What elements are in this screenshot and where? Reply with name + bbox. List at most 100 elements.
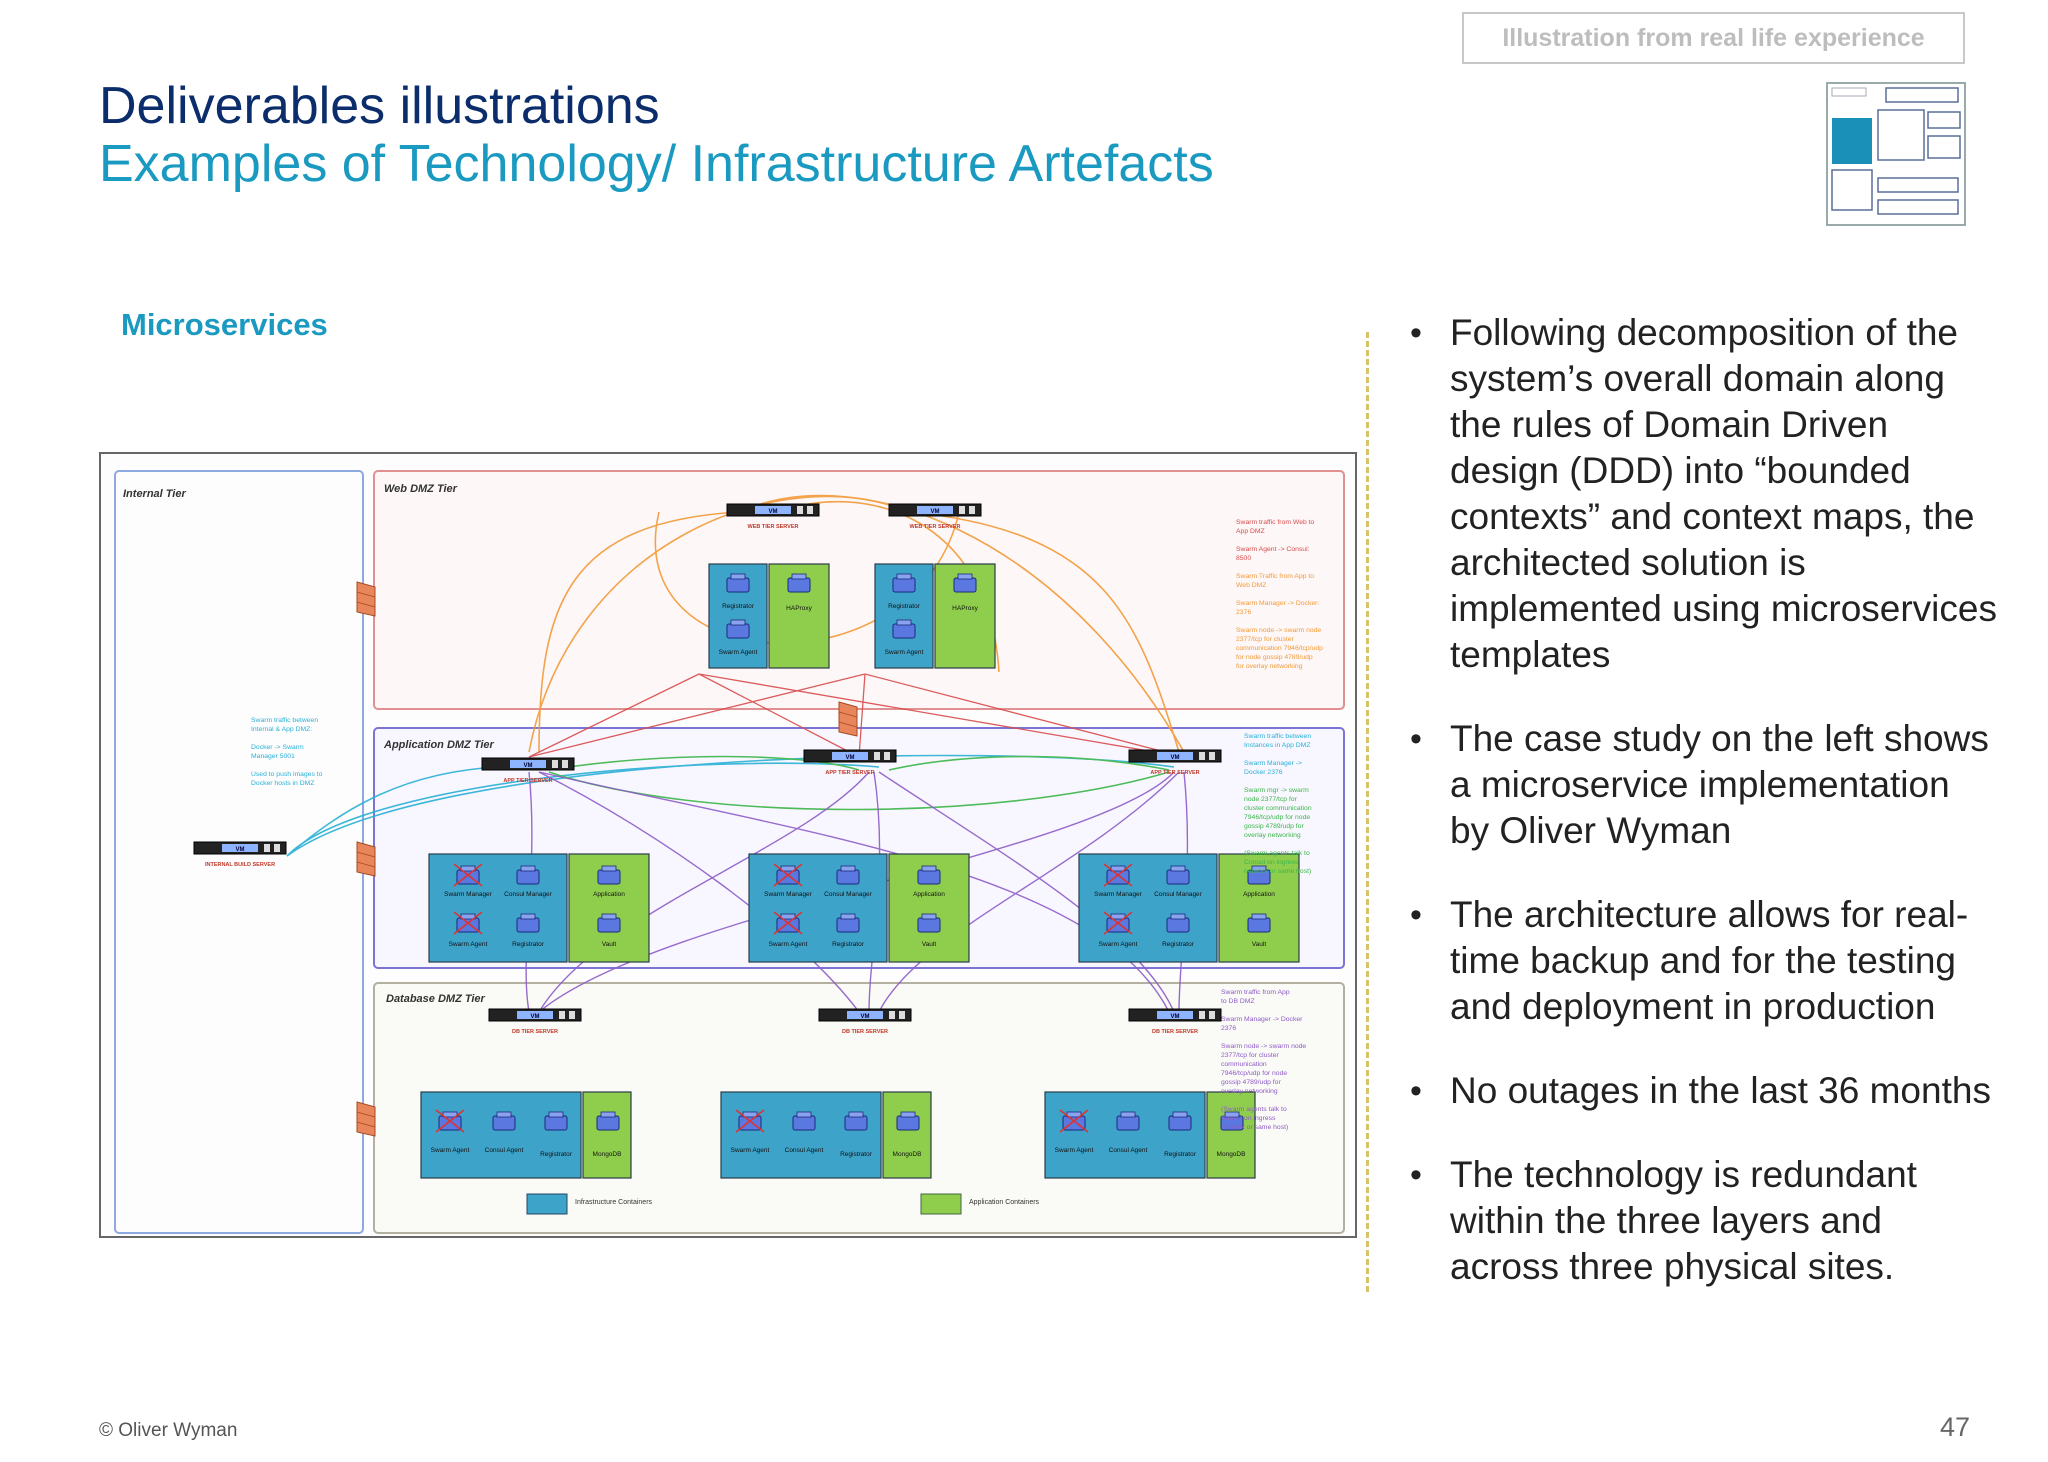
container-label: Application <box>1243 891 1275 898</box>
container-icon <box>735 1109 765 1133</box>
container-icon <box>516 913 540 933</box>
container-icon <box>453 911 483 935</box>
diagram-note: Swarm Manager ->Docker 2376 <box>1244 760 1302 776</box>
bullet-list: •Following decomposition of the system’s… <box>1408 310 1998 1328</box>
container-icon <box>1166 913 1190 933</box>
vm-label: VM <box>1171 1014 1180 1020</box>
container-label: Swarm Manager <box>444 891 493 898</box>
container-icon <box>1116 1111 1140 1131</box>
firewall-icon <box>356 841 376 877</box>
bullet-text: The architecture allows for real-time ba… <box>1450 894 1969 1027</box>
container-icon <box>1059 1109 1089 1133</box>
server-label: APP TIER SERVER <box>503 778 552 784</box>
container-icon <box>787 573 811 593</box>
bullet-dot-icon: • <box>1410 1072 1422 1110</box>
container-label: Registrator <box>840 1151 873 1158</box>
container-icon <box>1166 865 1190 885</box>
container-label: Registrator <box>722 603 755 610</box>
db-tier-label: Database DMZ Tier <box>386 993 486 1005</box>
diagram-note: Swarm Agent -> Consul:8500 <box>1236 546 1310 562</box>
container-icon <box>726 573 750 593</box>
container-icon <box>836 865 860 885</box>
container-icon <box>597 913 621 933</box>
container-label: Swarm Agent <box>1055 1147 1094 1154</box>
container-icon <box>453 863 483 887</box>
firewall-icon <box>356 581 376 617</box>
container-icon <box>596 1111 620 1131</box>
container-label: HAProxy <box>952 605 978 612</box>
container-icon <box>597 865 621 885</box>
bullet-dot-icon: • <box>1410 720 1422 758</box>
legend-infra-swatch <box>526 1193 568 1215</box>
container-label: Swarm Agent <box>731 1147 770 1154</box>
server-label: APP TIER SERVER <box>825 770 874 776</box>
section-title: Microservices <box>121 307 328 342</box>
container-icon <box>773 911 803 935</box>
container-label: Consul Agent <box>485 1147 524 1154</box>
container-label: Consul Manager <box>504 891 553 898</box>
container-icon <box>917 865 941 885</box>
container-icon <box>492 1111 516 1131</box>
container-label: Registrator <box>540 1151 573 1158</box>
container-icon <box>896 1111 920 1131</box>
container-label: Vault <box>602 941 617 948</box>
container-icon <box>773 863 803 887</box>
container-label: MongoDB <box>1217 1151 1246 1158</box>
container-icon <box>1103 863 1133 887</box>
page-number: 47 <box>1940 1412 1971 1442</box>
vm-label: VM <box>846 755 855 761</box>
container-icon <box>435 1109 465 1133</box>
dashed-divider <box>1366 332 1369 1292</box>
firewall-icon <box>356 1101 376 1137</box>
vm-label: VM <box>531 1014 540 1020</box>
bullet-item: •No outages in the last 36 months <box>1408 1068 1998 1114</box>
legend-app-swatch <box>920 1193 962 1215</box>
internal-tier-label: Internal Tier <box>123 488 186 500</box>
experience-badge: Illustration from real life experience <box>1462 12 1965 64</box>
container-icon <box>1247 865 1271 885</box>
container-label: MongoDB <box>893 1151 922 1158</box>
container-icon <box>792 1111 816 1131</box>
vm-label: VM <box>931 509 940 515</box>
firewall-icon <box>838 701 858 737</box>
container-icon <box>1220 1111 1244 1131</box>
container-icon <box>836 913 860 933</box>
container-label: HAProxy <box>786 605 812 612</box>
container-label: Swarm Agent <box>719 649 758 656</box>
vm-label: VM <box>1171 755 1180 761</box>
container-icon <box>953 573 977 593</box>
bullet-dot-icon: • <box>1410 1156 1422 1194</box>
vm-label: VM <box>236 847 245 853</box>
server-label: DB TIER SERVER <box>842 1029 888 1035</box>
web-tier-label: Web DMZ Tier <box>384 483 458 495</box>
bullet-item: •The architecture allows for real-time b… <box>1408 892 1998 1030</box>
container-label: Application <box>593 891 625 898</box>
container-label: Consul Manager <box>1154 891 1203 898</box>
bullet-text: The technology is redundant within the t… <box>1450 1154 1917 1287</box>
copyright: © Oliver Wyman <box>99 1420 238 1441</box>
container-label: Swarm Agent <box>885 649 924 656</box>
container-icon <box>892 573 916 593</box>
container-label: Registrator <box>1164 1151 1197 1158</box>
